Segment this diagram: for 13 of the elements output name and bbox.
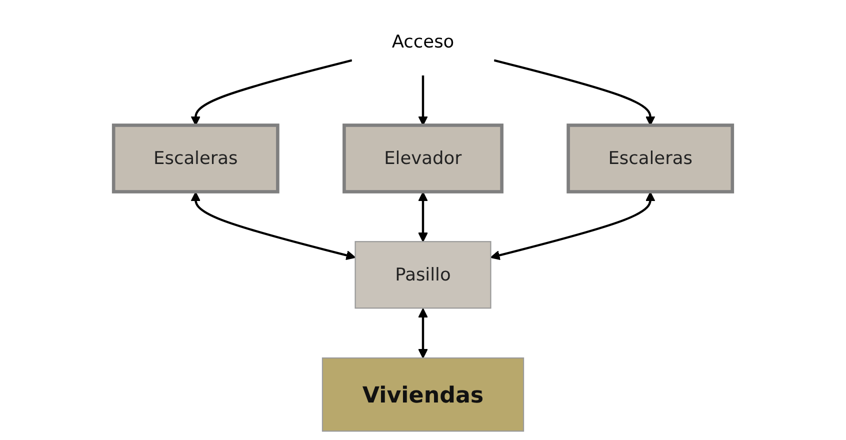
arrow (418, 75, 428, 126)
arrow (190, 192, 356, 260)
node-box: Viviendas (322, 357, 524, 432)
arrow (418, 308, 428, 358)
arrow (190, 59, 352, 126)
node-box: Escaleras (566, 124, 734, 194)
arrow (418, 192, 428, 242)
arrow (490, 192, 656, 260)
node-box: Pasillo (354, 241, 492, 309)
node-box: Elevador (342, 124, 504, 194)
arrow (494, 59, 656, 126)
node-text: Acceso (392, 31, 454, 52)
node-box: Escaleras (112, 124, 280, 194)
